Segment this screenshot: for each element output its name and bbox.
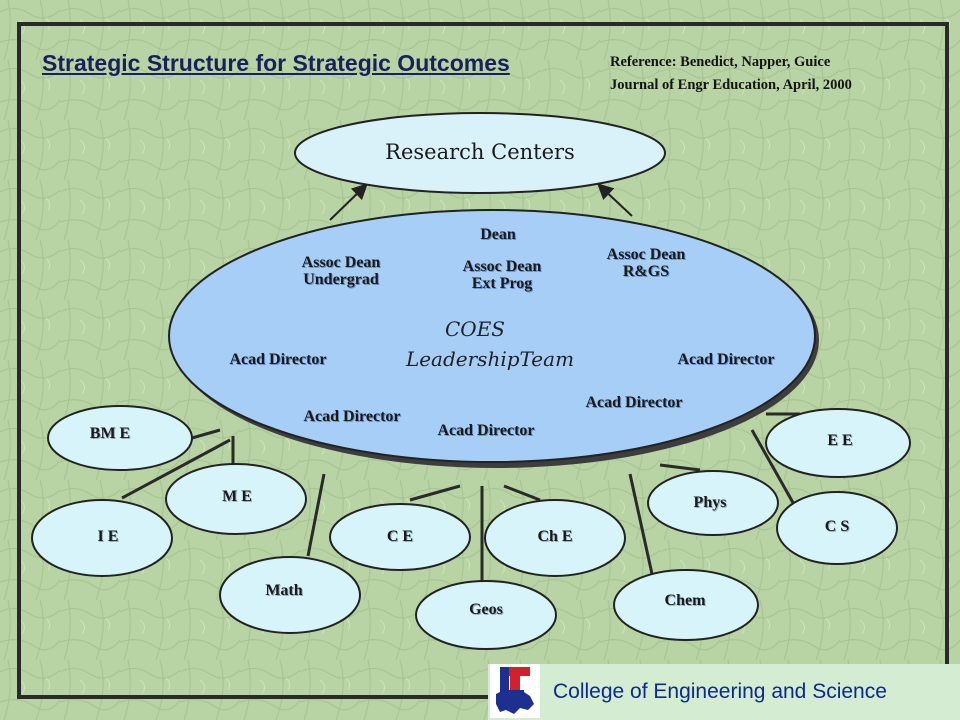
dept-oval-me [165,463,307,535]
dept-label-che: Ch E [537,528,573,545]
footer-bar [488,664,960,720]
dept-label-ce: C E [386,528,414,545]
connector-lines [121,412,800,585]
reference-line-1: Reference: Benedict, Napper, Guice [610,54,831,70]
dept-oval-cs [776,491,898,565]
assoc-dean-undergrad-label: Assoc Dean Undergrad [301,254,381,288]
dept-oval-ee [765,408,911,478]
dept-label-me: M E [222,488,252,505]
arrow-left [329,183,368,221]
arrow-right [597,183,633,217]
acad-director-label-4: Acad Director [437,422,535,439]
dept-oval-ie [31,499,173,577]
dept-label-phys: Phys [693,494,727,511]
acad-director-label-1: Acad Director [229,351,327,368]
dean-label: Dean [480,226,516,243]
dept-label-ie: I E [97,528,119,545]
dept-label-ee: E E [827,432,853,449]
dept-oval-bme [47,405,193,471]
leadership-oval [168,209,816,463]
acad-director-label-3: Acad Director [303,408,401,425]
slide-frame [17,22,949,699]
dept-label-chem: Chem [664,592,706,609]
coes-leadership-team-label: COES LeadershipTeam [405,317,575,371]
dept-oval-phys [647,470,779,536]
slide-title: Strategic Structure for Strategic Outcom… [42,50,510,76]
reference-line-2: Journal of Engr Education, April, 2000 [610,77,852,93]
assoc-dean-ext-prog-label: Assoc Dean Ext Prog [462,258,542,292]
dept-oval-geos [415,580,557,650]
dept-label-bme: BM E [89,425,131,442]
dept-label-cs: C S [824,518,850,535]
louisiana-tech-logo-icon [490,664,540,718]
dept-label-math: Math [265,582,303,599]
dept-oval-math [219,556,361,634]
college-name: College of Engineering and Science [553,680,887,703]
dept-oval-che [484,499,626,577]
acad-director-label-2: Acad Director [677,351,775,368]
research-centers-oval [294,112,666,194]
dept-label-geos: Geos [469,601,503,618]
research-centers-label: Research Centers [385,140,575,164]
assoc-dean-rgs-label: Assoc Dean R&GS [606,246,686,280]
dept-oval-ce [329,503,471,571]
acad-director-label-5: Acad Director [585,394,683,411]
dept-oval-chem [613,569,759,641]
